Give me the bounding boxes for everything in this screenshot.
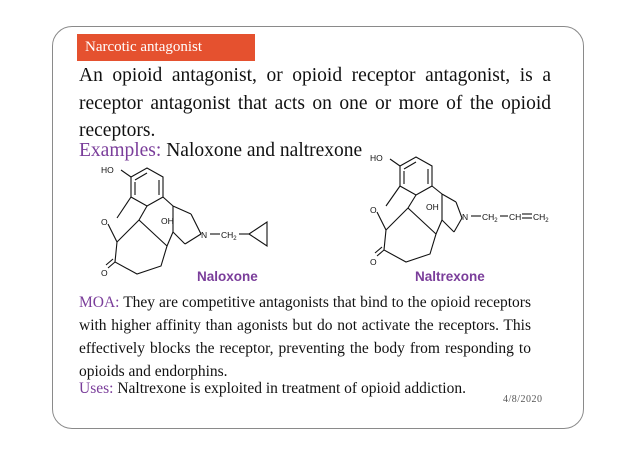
- moa-label: MOA:: [79, 294, 120, 311]
- naloxone-label: Naloxone: [197, 269, 258, 284]
- uses-line: Uses: Naltrexone is exploited in treatme…: [79, 378, 466, 400]
- naltrexone-atom-n: N: [462, 212, 468, 222]
- naltrexone-atom-ch2: CH2: [482, 212, 498, 224]
- naltrexone-label: Naltrexone: [415, 269, 485, 284]
- naltrexone-atom-ch: CH: [509, 212, 521, 222]
- slide-frame: [52, 26, 584, 429]
- naloxone-atom-ho: HO: [101, 165, 114, 175]
- naloxone-atom-ch2: CH2: [221, 230, 237, 242]
- naloxone-atom-oh: OH: [161, 216, 174, 226]
- slide-date: 4/8/2020: [503, 394, 543, 405]
- moa-text: They are competitive antagonists that bi…: [79, 294, 531, 380]
- naltrexone-atom-ho: HO: [370, 153, 383, 163]
- examples-line: Examples: Naloxone and naltrexone: [79, 139, 362, 163]
- uses-label: Uses:: [79, 380, 114, 397]
- naloxone-structure: HO O O OH N CH2: [101, 165, 268, 278]
- uses-text: Naltrexone is exploited in treatment of …: [113, 380, 466, 397]
- examples-label: Examples:: [79, 140, 162, 161]
- moa-paragraph: MOA: They are competitive antagonists th…: [79, 291, 531, 383]
- naloxone-atom-o-keto: O: [101, 268, 108, 278]
- naltrexone-atom-o-ring: O: [370, 205, 377, 215]
- naltrexone-atom-o-keto: O: [370, 257, 377, 267]
- naloxone-atom-n: N: [201, 230, 207, 240]
- intro-paragraph: An opioid antagonist, or opioid receptor…: [79, 65, 551, 141]
- naloxone-atom-o-ring: O: [101, 217, 108, 227]
- naltrexone-atom-ch2-terminal: CH2: [533, 212, 549, 224]
- slide-title: Narcotic antagonist: [77, 34, 255, 61]
- naltrexone-structure: HO O O OH N CH2 CH CH2: [370, 153, 549, 267]
- examples-text: Naloxone and naltrexone: [161, 140, 363, 161]
- naltrexone-atom-oh: OH: [426, 202, 439, 212]
